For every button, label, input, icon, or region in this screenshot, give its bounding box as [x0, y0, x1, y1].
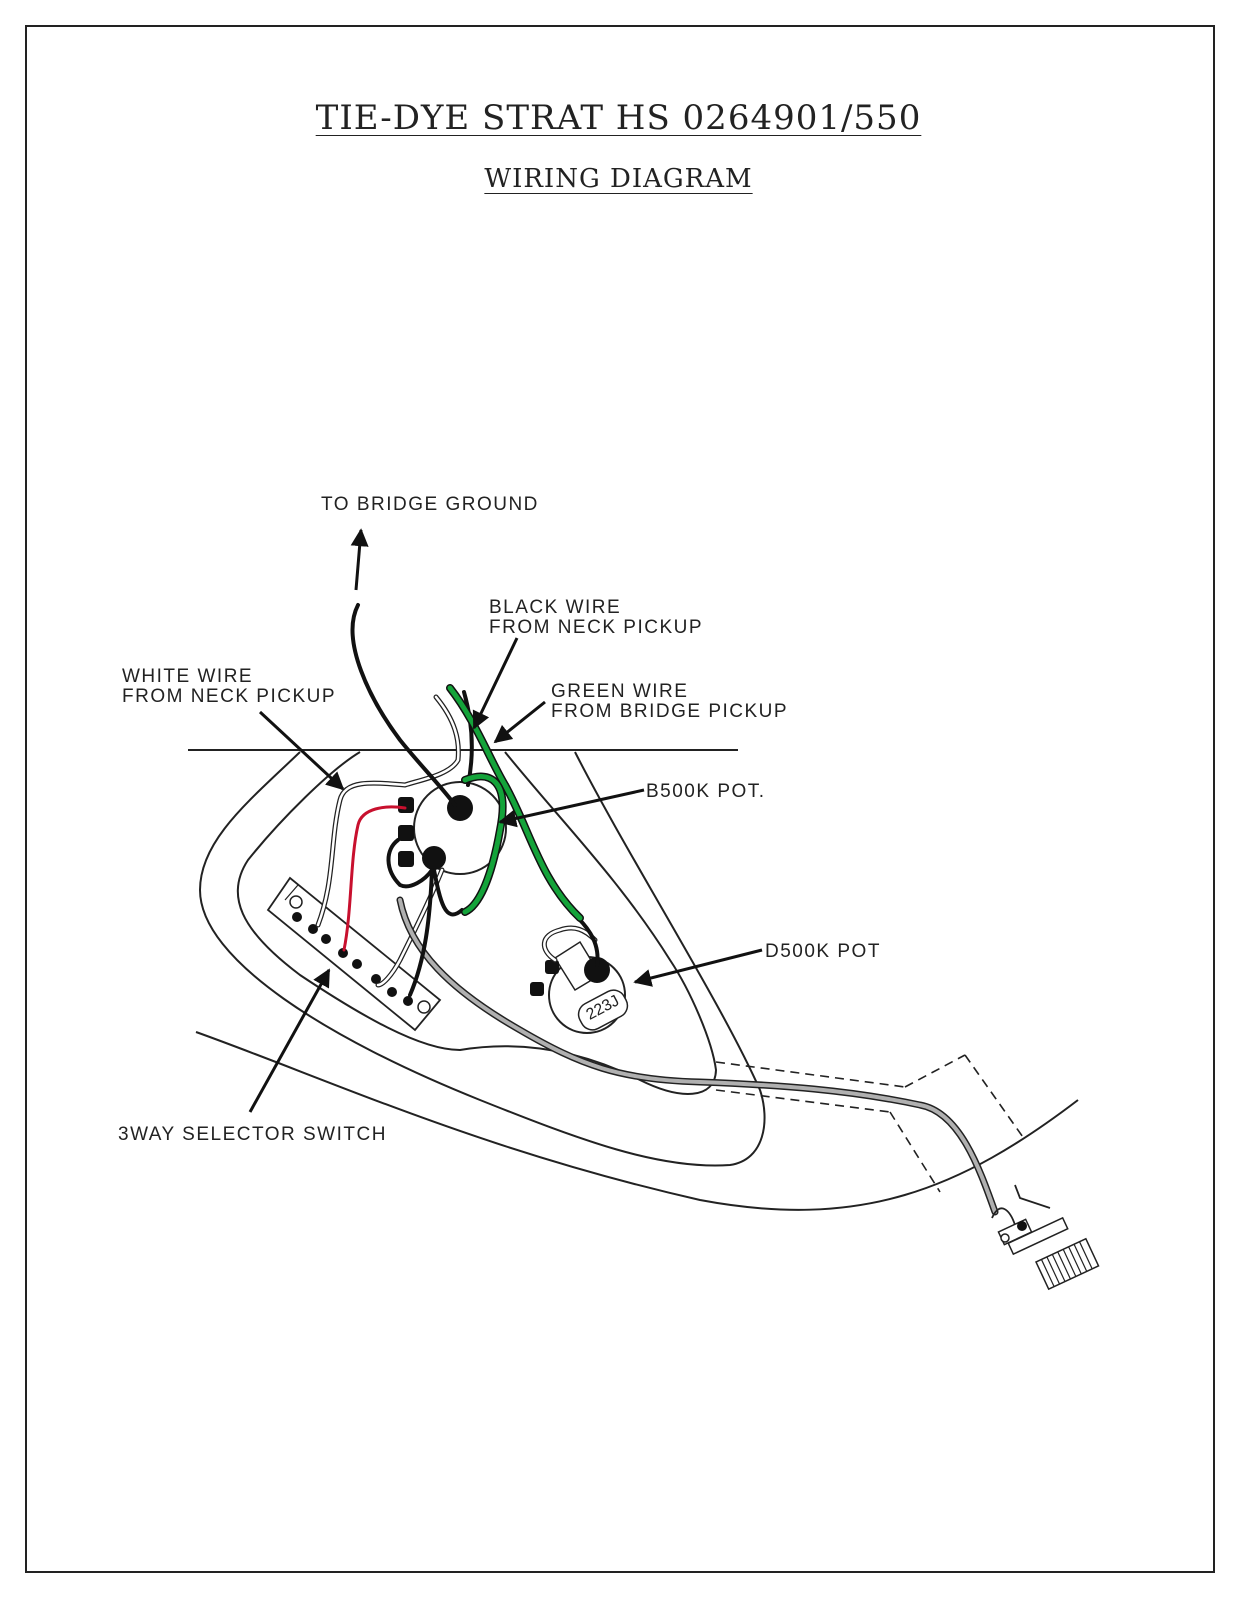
page-border [25, 25, 1215, 1573]
green-wire-label-line1: GREEN WIRE [551, 681, 689, 702]
diagram-title: TIE-DYE STRAT HS 0264901/550 [315, 98, 922, 138]
black-wire-label-line1: BLACK WIRE [489, 597, 622, 618]
white-wire-label-line2: FROM NECK PICKUP [122, 686, 337, 707]
tone-pot-label: D500K POT [765, 941, 881, 962]
bridge-ground-label: TO BRIDGE GROUND [321, 494, 539, 515]
green-wire-label-line2: FROM BRIDGE PICKUP [551, 701, 789, 722]
jack-cavity-outline [715, 1054, 1026, 1193]
guitar-body-outline [188, 749, 1079, 1211]
tone-pot [530, 940, 629, 1034]
volume-pot-label: B500K POT. [646, 781, 766, 802]
selector-switch-label: 3WAY SELECTOR SWITCH [118, 1124, 387, 1145]
capacitor [577, 989, 629, 1031]
wires [315, 603, 999, 1216]
selector-switch [266, 876, 442, 1032]
volume-pot [398, 781, 507, 875]
callout-arrows [248, 528, 763, 1113]
output-jack [991, 1184, 1100, 1291]
diagram-subtitle: WIRING DIAGRAM [484, 164, 753, 194]
white-wire-label-line1: WHITE WIRE [122, 666, 254, 687]
black-wire-label-line2: FROM NECK PICKUP [489, 617, 704, 638]
